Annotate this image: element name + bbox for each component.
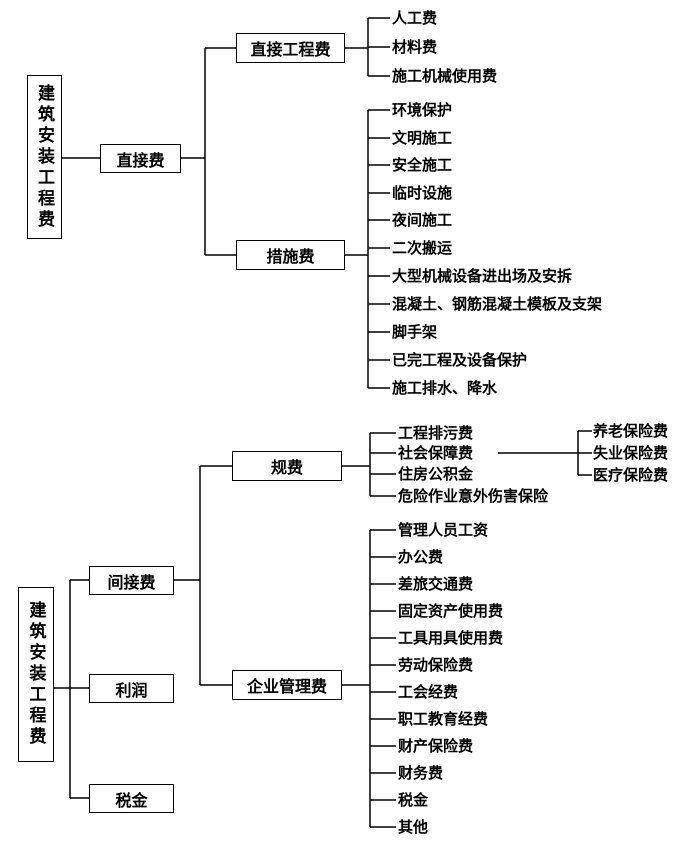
statutory-fees-label: 规费 <box>270 458 303 477</box>
leaf-mgmt: 工会经费 <box>398 683 459 701</box>
measures-cost-label: 措施费 <box>266 247 315 266</box>
leaf-measure: 施工排水、降水 <box>392 379 498 397</box>
leaf-mgmt: 其他 <box>398 818 429 836</box>
root-node-2: 建筑安装工程费 <box>18 587 54 762</box>
tax-node: 税金 <box>89 784 174 813</box>
tax-label: 税金 <box>115 790 148 810</box>
leaf-measure: 脚手架 <box>392 323 438 341</box>
indirect-cost-node: 间接费 <box>89 566 174 595</box>
leaf-labor: 人工费 <box>392 9 438 27</box>
leaf-fee: 危险作业意外伤害保险 <box>398 487 549 505</box>
leaf-social: 失业保险费 <box>593 444 669 462</box>
direct-engineering-cost-label: 直接工程费 <box>250 40 331 59</box>
leaf-mgmt: 管理人员工资 <box>398 521 489 539</box>
leaf-fee: 住房公积金 <box>398 465 474 483</box>
leaf-measure: 大型机械设备进出场及安拆 <box>392 267 573 285</box>
leaf-measure: 二次搬运 <box>392 239 453 257</box>
leaf-measure: 安全施工 <box>392 156 453 174</box>
direct-cost-node: 直接费 <box>100 144 181 173</box>
measures-cost-node: 措施费 <box>236 240 345 270</box>
leaf-fee: 工程排污费 <box>398 424 474 442</box>
leaf-measure: 混凝土、钢筋混凝土模板及支架 <box>392 295 603 313</box>
direct-cost-label: 直接费 <box>116 150 165 170</box>
indirect-cost-label: 间接费 <box>107 572 156 592</box>
leaf-mgmt: 固定资产使用费 <box>398 602 504 620</box>
leaf-measure: 已完工程及设备保护 <box>392 351 528 369</box>
leaf-fee-social: 社会保障费 <box>398 444 474 462</box>
leaf-materials: 材料费 <box>392 38 438 56</box>
leaf-measure: 环境保护 <box>392 101 453 119</box>
leaf-mgmt: 财务费 <box>398 764 444 782</box>
leaf-measure: 夜间施工 <box>392 211 453 229</box>
leaf-machinery: 施工机械使用费 <box>392 67 498 85</box>
root-node-1: 建筑安装工程费 <box>27 75 62 239</box>
direct-engineering-cost-node: 直接工程费 <box>236 33 345 63</box>
leaf-mgmt: 工具用具使用费 <box>398 629 504 647</box>
enterprise-management-label: 企业管理费 <box>246 677 327 696</box>
leaf-mgmt: 办公费 <box>398 548 444 566</box>
leaf-mgmt: 税金 <box>398 791 429 809</box>
root-node-2-label: 建筑安装工程费 <box>25 601 46 748</box>
leaf-mgmt: 财产保险费 <box>398 737 474 755</box>
leaf-measure: 临时设施 <box>392 184 453 202</box>
profit-label: 利润 <box>115 680 148 700</box>
profit-node: 利润 <box>89 674 174 703</box>
leaf-social: 养老保险费 <box>593 422 669 440</box>
statutory-fees-node: 规费 <box>232 451 342 481</box>
leaf-mgmt: 差旅交通费 <box>398 575 474 593</box>
leaf-mgmt: 劳动保险费 <box>398 656 474 674</box>
leaf-mgmt: 职工教育经费 <box>398 710 489 728</box>
enterprise-management-node: 企业管理费 <box>232 670 342 700</box>
leaf-measure: 文明施工 <box>392 129 453 147</box>
root-node-1-label: 建筑安装工程费 <box>34 83 54 231</box>
leaf-social: 医疗保险费 <box>593 466 669 484</box>
